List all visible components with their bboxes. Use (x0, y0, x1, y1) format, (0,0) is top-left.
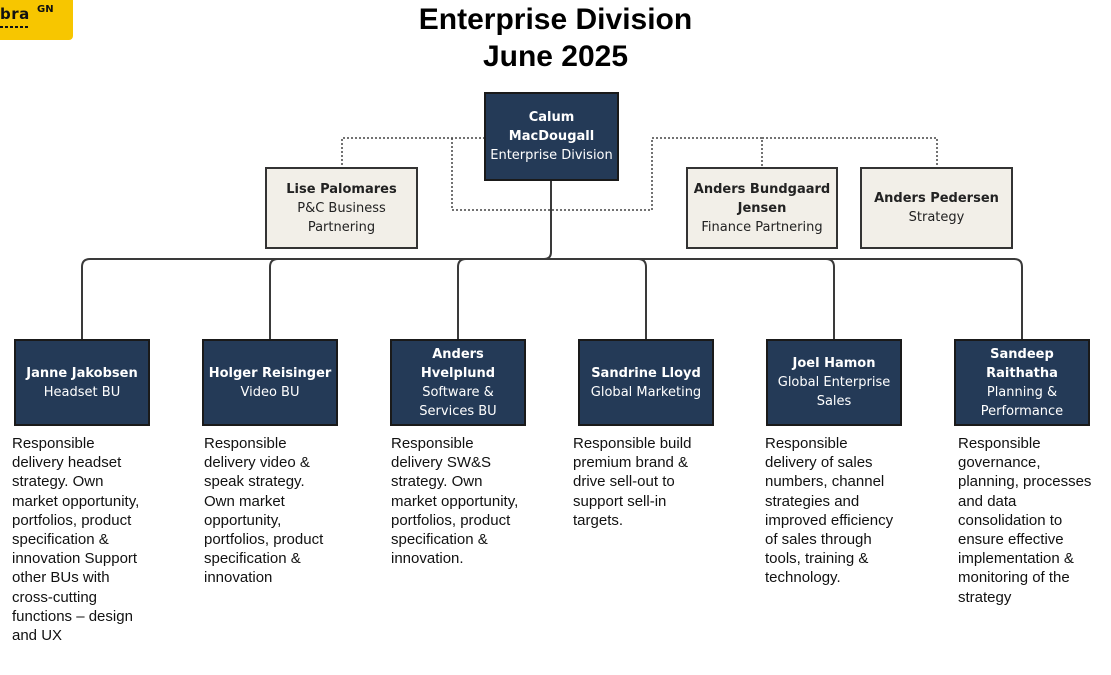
box-role: Finance Partnering (701, 219, 823, 235)
box-role: Headset BU (43, 384, 121, 400)
chart-date: June 2025 (482, 40, 629, 73)
box-name: Joel Hamon (792, 356, 876, 371)
org-box-anders-hvelplund: Anders Hvelplund Software & Services BU (390, 339, 526, 426)
logo-wordmark: bra (0, 5, 30, 23)
dotted-advisor-lines (341, 137, 938, 211)
drop-janne (81, 258, 91, 340)
box-role: Enterprise Division (490, 148, 613, 163)
box-role: Video BU (240, 384, 300, 400)
box-name: Anders Bundgaard Jensen (693, 181, 831, 216)
solid-report-lines (81, 180, 1023, 340)
logo-dots (0, 26, 30, 28)
drop-sandrine (637, 258, 647, 340)
drop-joel (825, 258, 835, 340)
org-box-sandeep-raithatha: Sandeep Raithatha Planning & Performance (954, 339, 1090, 426)
box-name: Sandrine Lloyd (591, 365, 701, 381)
box-name: Lise Palomares (286, 181, 397, 197)
box-name: Calum MacDougall (508, 110, 595, 144)
org-box-lise-palomares: Lise Palomares P&C Business Partnering (265, 167, 418, 249)
drop-hvelplund (457, 258, 467, 340)
logo-superscript: GN (37, 4, 54, 15)
box-name: Anders Hvelplund (420, 346, 496, 381)
description-joel-hamon: Responsible delivery of sales numbers, c… (765, 435, 894, 587)
company-logo: bra GN (0, 0, 73, 40)
dotted-line-bundgaard (451, 137, 763, 211)
drop-sandeep (1013, 258, 1023, 340)
box-role: Planning & Performance (980, 384, 1064, 419)
trunk-line (543, 180, 552, 260)
org-box-anders-bundgaard-jensen: Anders Bundgaard Jensen Finance Partneri… (686, 167, 838, 249)
description-janne-jakobsen: Responsible delivery headset strategy. O… (12, 435, 140, 645)
org-box-anders-pedersen: Anders Pedersen Strategy (860, 167, 1013, 249)
description-sandrine-lloyd: Responsible build premium brand & drive … (573, 435, 692, 529)
box-role: P&C Business Partnering (297, 200, 386, 235)
org-box-holger-reisinger: Holger Reisinger Video BU (202, 339, 338, 426)
box-name: Janne Jakobsen (26, 365, 138, 381)
org-box-janne-jakobsen: Janne Jakobsen Headset BU (14, 339, 150, 426)
org-box-calum-macdougall: Calum MacDougall Enterprise Division (484, 92, 619, 181)
description-sandeep-raithatha: Responsible governance, planning, proces… (958, 435, 1092, 606)
dotted-line-pedersen (762, 137, 938, 167)
drop-holger (269, 258, 279, 340)
box-role: Software & Services BU (419, 384, 497, 419)
box-name: Sandeep Raithatha (986, 346, 1058, 381)
description-anders-hvelplund: Responsible delivery SW&S strategy. Own … (391, 435, 519, 568)
chart-title: Enterprise Division (418, 3, 693, 36)
dotted-line-lise (341, 137, 485, 167)
org-box-sandrine-lloyd: Sandrine Lloyd Global Marketing (578, 339, 714, 426)
box-name: Anders Pedersen (874, 191, 999, 206)
description-holger-reisinger: Responsible delivery video & speak strat… (204, 435, 324, 587)
box-role: Global Enterprise Sales (777, 375, 891, 409)
org-box-joel-hamon: Joel Hamon Global Enterprise Sales (766, 339, 902, 426)
box-role: Global Marketing (590, 384, 702, 400)
box-name: Holger Reisinger (208, 365, 332, 381)
box-role: Strategy (908, 210, 965, 225)
